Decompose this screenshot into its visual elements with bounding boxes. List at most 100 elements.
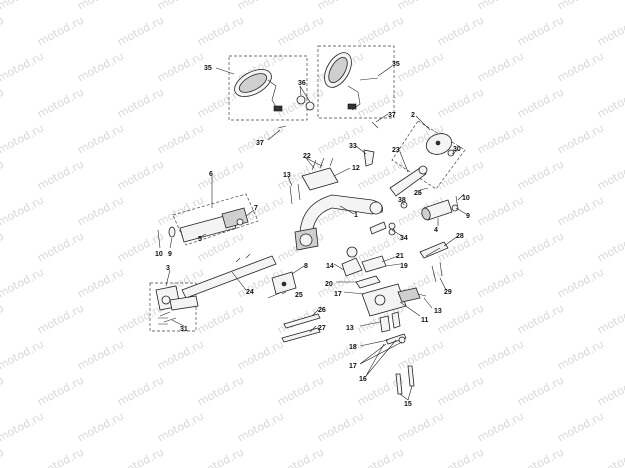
callout-28: 28 (456, 233, 464, 240)
watermark-text: motod.ru (155, 121, 206, 156)
callout-18: 18 (349, 344, 357, 351)
screw-13-right (417, 293, 427, 297)
watermark-text: motod.ru (35, 13, 86, 48)
watermark-text: motod.ru (195, 373, 246, 408)
screw-25-left (267, 291, 283, 299)
watermark-text: motod.ru (75, 337, 126, 372)
watermark-text: motod.ru (315, 0, 366, 13)
watermark-text: motod.ru (475, 49, 526, 84)
part-34 (369, 221, 396, 236)
washer-9-left (168, 226, 176, 238)
mirror-left-group-box (228, 55, 308, 121)
watermark-text: motod.ru (435, 85, 486, 120)
watermark-text: motod.ru (115, 13, 166, 48)
watermark-text: motod.ru (435, 157, 486, 192)
watermark-text: motod.ru (435, 301, 486, 336)
watermark-text: motod.ru (0, 337, 46, 372)
watermark-text: motod.ru (35, 85, 86, 120)
callout-10-left: 10 (155, 251, 163, 258)
watermark-text: motod.ru (475, 265, 526, 300)
watermark-text: motod.ru (0, 409, 46, 444)
callout-38: 38 (398, 197, 406, 204)
callout-33: 33 (349, 143, 357, 150)
callout-16: 16 (359, 376, 367, 383)
callout-37-left: 37 (256, 140, 264, 147)
watermark-text: motod.ru (0, 0, 46, 13)
watermark-text: motod.ru (595, 157, 625, 192)
watermark-text: motod.ru (595, 229, 625, 264)
callout-12: 12 (352, 165, 360, 172)
callout-13-top: 13 (283, 172, 291, 179)
watermark-text: motod.ru (555, 193, 606, 228)
watermark-text: motod.ru (315, 337, 366, 372)
watermark-text: motod.ru (275, 13, 326, 48)
grip-left (179, 207, 249, 243)
watermark-text: motod.ru (475, 121, 526, 156)
watermark-text: motod.ru (555, 409, 606, 444)
clamp-3 (155, 285, 199, 323)
callout-14: 14 (326, 263, 334, 270)
callout-2: 2 (411, 112, 415, 119)
callout-11: 11 (421, 317, 429, 324)
watermark-text: motod.ru (0, 373, 6, 408)
callout-20: 20 (325, 281, 333, 288)
callout-36: 36 (298, 80, 306, 87)
watermark-text: motod.ru (0, 265, 46, 300)
screw-10-left (157, 229, 161, 249)
watermark-text: motod.ru (0, 121, 46, 156)
watermark-text: motod.ru (275, 373, 326, 408)
callout-35-left: 35 (204, 65, 212, 72)
bolts-15 (395, 365, 415, 395)
watermark-text: motod.ru (155, 337, 206, 372)
watermark-text: motod.ru (0, 445, 6, 468)
watermark-text: motod.ru (515, 85, 566, 120)
bolt-37-left (277, 125, 287, 129)
callout-29: 29 (444, 289, 452, 296)
callout-34: 34 (400, 235, 408, 242)
watermark-text: motod.ru (515, 157, 566, 192)
screws-31 (158, 317, 168, 325)
watermark-text: motod.ru (475, 193, 526, 228)
callout-27: 27 (318, 325, 326, 332)
callout-25-top: 25 (414, 190, 422, 197)
watermark-text: motod.ru (0, 193, 46, 228)
watermark-text: motod.ru (155, 0, 206, 13)
watermark-text: motod.ru (515, 373, 566, 408)
callout-31: 31 (180, 326, 188, 333)
watermark-text: motod.ru (0, 85, 6, 120)
watermark-text: motod.ru (395, 49, 446, 84)
callout-9-right: 9 (466, 213, 470, 220)
watermark-text: motod.ru (555, 49, 606, 84)
watermark-text: motod.ru (515, 445, 566, 468)
mirror-right (324, 52, 379, 111)
watermark-text: motod.ru (115, 157, 166, 192)
leader-lines (165, 65, 467, 401)
screw-25-right (419, 187, 429, 191)
watermark-text: motod.ru (75, 121, 126, 156)
callout-17-bottom: 17 (349, 363, 357, 370)
watermark-text: motod.ru (595, 445, 625, 468)
callout-labels: 35 36 35 37 37 2 30 33 22 12 23 13 6 7 1… (155, 61, 470, 408)
watermark-text: motod.ru (595, 85, 625, 120)
watermark-text: motod.ru (155, 409, 206, 444)
watermark-text: motod.ru (195, 13, 246, 48)
watermark-text: motod.ru (595, 301, 625, 336)
lever-23 (389, 165, 428, 197)
callout-35-right: 35 (392, 61, 400, 68)
watermark-text: motod.ru (355, 13, 406, 48)
clamp-group-box (149, 282, 197, 332)
watermark-text: motod.ru (75, 193, 126, 228)
watermark-text: motod.ru (355, 445, 406, 468)
handlebar-clamp (301, 157, 339, 191)
callout-7: 7 (254, 205, 258, 212)
watermark-text: motod.ru (195, 301, 246, 336)
watermark-text: motod.ru (555, 0, 606, 13)
cable-26 (283, 313, 321, 329)
watermark-text: motod.ru (115, 445, 166, 468)
watermark-text: motod.ru (35, 301, 86, 336)
bolts-13 (289, 183, 301, 205)
watermark-text: motod.ru (395, 409, 446, 444)
watermark-text: motod.ru (435, 445, 486, 468)
grip-right (421, 199, 459, 221)
